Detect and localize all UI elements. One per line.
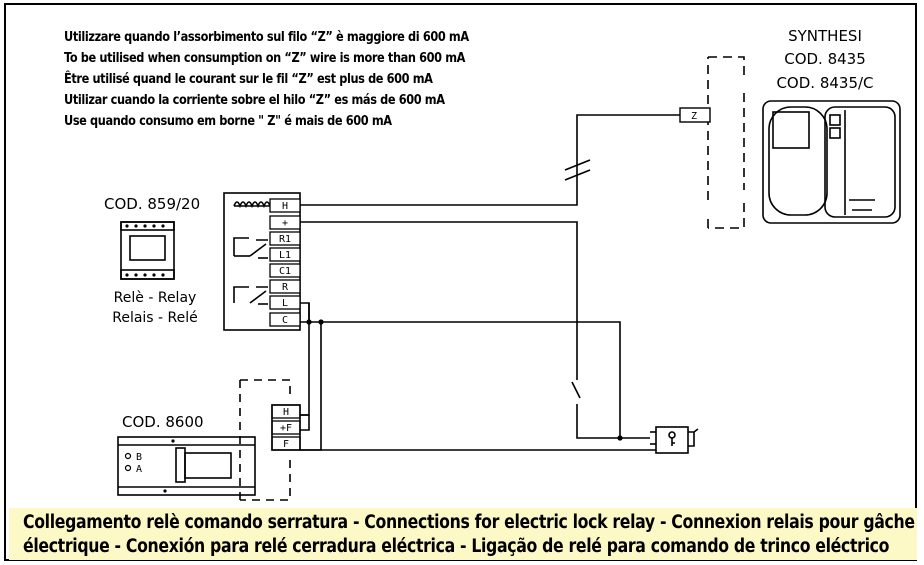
synthesi-code-8435: COD. 8435 — [784, 50, 866, 68]
power-terminal-plus-f: +F — [280, 423, 292, 434]
relay-terminal-c1: C1 — [279, 266, 291, 277]
caption-line-1: Collegamento relè comando serratura - Co… — [23, 512, 915, 533]
power-marking-b: B — [136, 452, 142, 463]
synthesi-name: SYNTHESI — [788, 27, 862, 45]
relay-terminal-l1: L1 — [279, 250, 291, 261]
note-en: To be utilised when consumption on “Z” w… — [64, 51, 466, 66]
power-terminal-h: H — [283, 407, 289, 418]
caption-bar: Collegamento relè comando serratura - Co… — [9, 508, 917, 560]
note-es: Utilizar cuando la corriente sobre el hi… — [64, 93, 445, 108]
relay-terminal-c: C — [282, 315, 288, 326]
synthesi-terminal-z: Z — [691, 111, 697, 122]
relay-code: COD. 859/20 — [104, 195, 201, 213]
relay-label-1: Relè - Relay — [113, 290, 197, 306]
power-marking-a: A — [136, 464, 142, 475]
diagram-frame — [4, 3, 917, 561]
relay-terminal-plus: + — [282, 218, 288, 229]
power-supply-code: COD. 8600 — [122, 413, 204, 431]
note-it: Utilizzare quando l’assorbimento sul fil… — [64, 30, 469, 45]
note-pt: Use quando consumo em borne " Z" é mais … — [64, 114, 392, 129]
caption-line-2: électrique - Conexión para relé cerradur… — [23, 536, 890, 557]
relay-terminal-r1: R1 — [279, 234, 291, 245]
relay-label-2: Relais - Relé — [112, 310, 198, 326]
relay-terminal-l: L — [282, 298, 288, 309]
power-terminal-f: F — [283, 439, 289, 450]
relay-terminal-h: H — [282, 201, 288, 212]
note-fr: Être utilisé quand le courant sur le fil… — [64, 72, 433, 87]
relay-terminal-r: R — [282, 282, 289, 293]
relay-terminals — [269, 198, 301, 327]
synthesi-code-8435c: COD. 8435/C — [776, 74, 874, 92]
